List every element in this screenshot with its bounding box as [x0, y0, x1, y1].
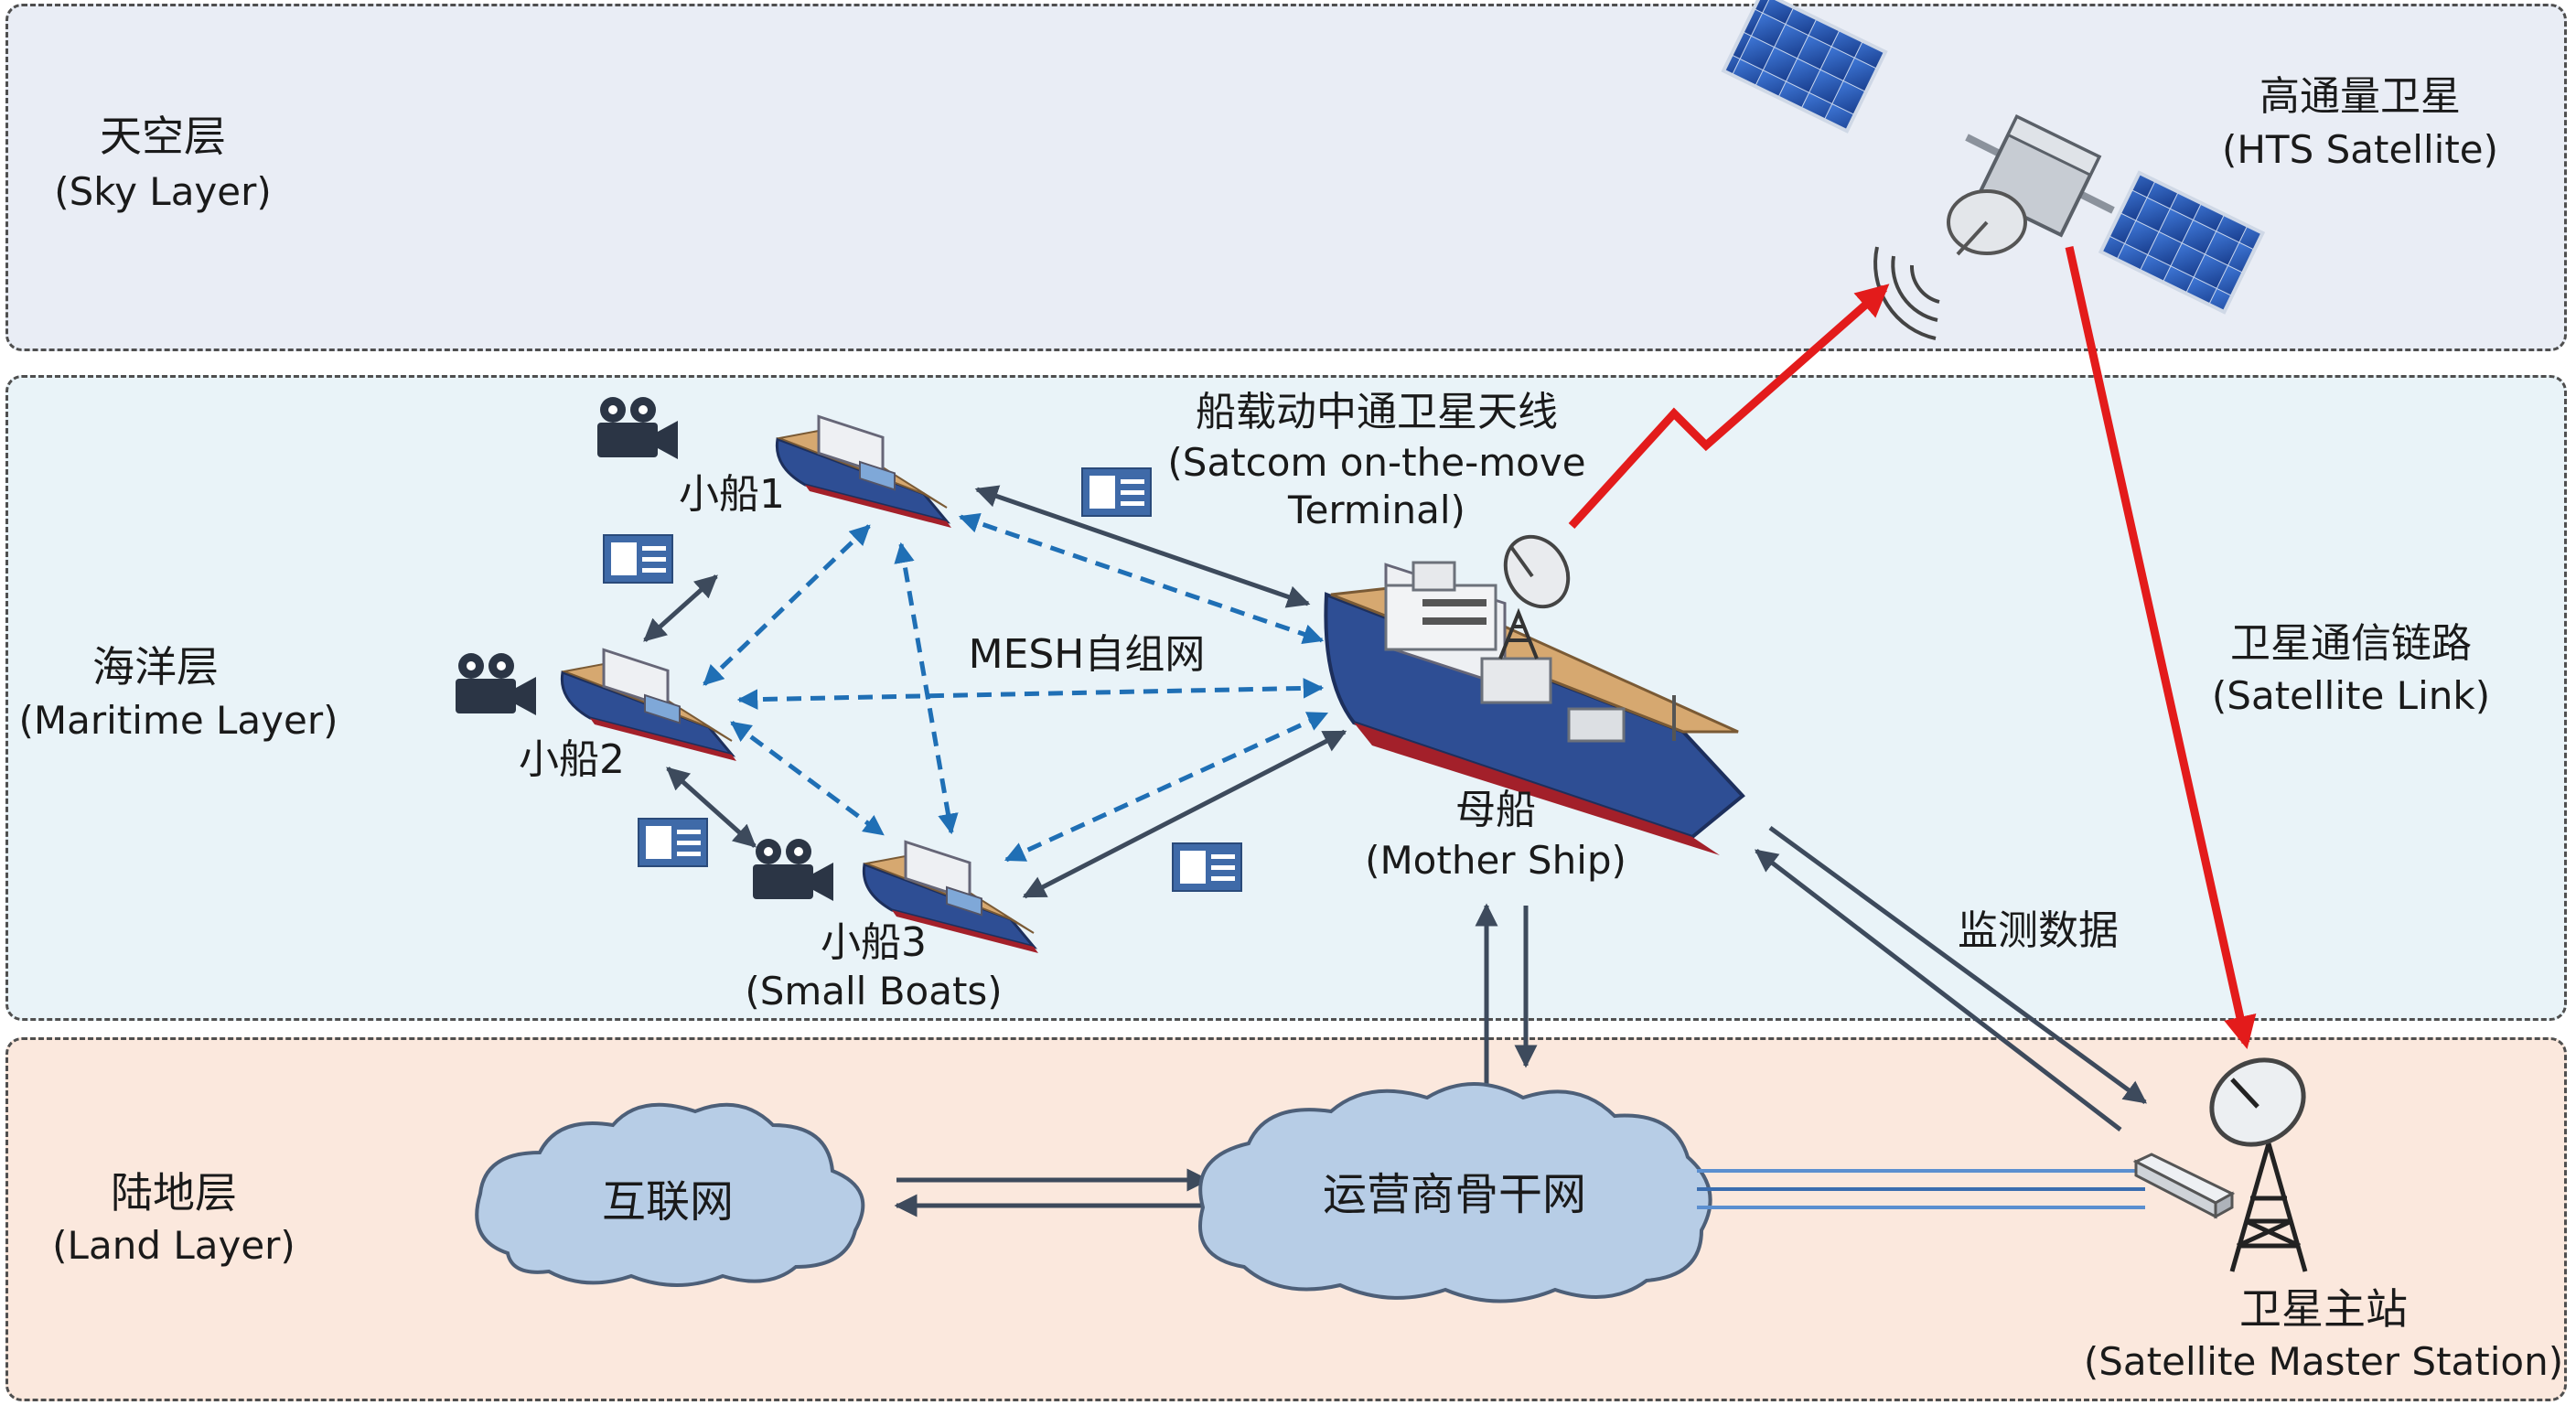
cloud-icon	[1198, 1082, 1712, 1303]
terminal-title: 船载动中通卫星天线	[1196, 389, 1558, 435]
sky-layer-title: 天空层	[100, 112, 226, 161]
fiber-lines	[1697, 1169, 2145, 1209]
terminal-subtitle-line2: Terminal)	[1287, 488, 1465, 532]
land-layer-title: 陆地层	[111, 1168, 237, 1217]
satellite-link-subtitle: (Satellite Link)	[2212, 673, 2490, 718]
boat-3-label: 小船3	[821, 919, 927, 966]
router-icon	[2132, 1153, 2236, 1219]
video-camera-icon	[597, 397, 678, 459]
mesh-link-b2-b3	[730, 720, 885, 837]
master-station-subtitle: (Satellite Master Station)	[2084, 1339, 2563, 1384]
mesh-link-b2-ship	[736, 678, 1325, 710]
link-camera1-doc	[643, 574, 718, 642]
document-icon	[603, 534, 673, 584]
master-station-title: 卫星主站	[2239, 1284, 2408, 1334]
satellite-link-arrow	[2065, 246, 2257, 1050]
satcom-uplink-arrow	[1568, 284, 1890, 530]
link-boat1-ship	[974, 485, 1311, 608]
backbone-cloud-label: 运营商骨干网	[1323, 1169, 1586, 1220]
video-camera-icon	[456, 653, 536, 715]
satellite-link-title: 卫星通信链路	[2230, 620, 2472, 667]
boat-1-label: 小船1	[679, 471, 785, 518]
satellite-icon	[1721, 0, 2266, 340]
link-boat3-ship	[1022, 729, 1347, 899]
maritime-layer-subtitle: (Maritime Layer)	[18, 698, 338, 743]
link-ship-station-b	[1755, 849, 2122, 1132]
mesh-link-b3-ship	[1004, 711, 1329, 863]
maritime-layer-title: 海洋层	[92, 642, 219, 692]
data-links	[643, 485, 2148, 1217]
sky-layer-subtitle: (Sky Layer)	[54, 169, 272, 214]
internet-cloud-label: 互联网	[602, 1176, 734, 1228]
satellite-subtitle: (HTS Satellite)	[2222, 127, 2498, 172]
boat-icon	[775, 414, 951, 528]
terminal-subtitle-line1: (Satcom on-the-move	[1167, 440, 1585, 485]
cloud-icon	[475, 1102, 865, 1287]
satellite-title: 高通量卫星	[2259, 73, 2461, 120]
mother-ship-title: 母船	[1455, 787, 1536, 833]
boat-icon	[560, 648, 736, 761]
mesh-link-b1-b3	[894, 542, 959, 835]
satellite-dish-icon	[2209, 1057, 2308, 1272]
mesh-link-b1-ship	[958, 512, 1325, 645]
ship-icon	[1324, 534, 1745, 855]
document-icon	[638, 818, 708, 867]
link-ship-station-a	[1768, 825, 2148, 1105]
mesh-links	[703, 512, 1329, 863]
small-boats-subtitle: (Small Boats)	[745, 969, 1002, 1014]
land-layer-subtitle: (Land Layer)	[52, 1223, 295, 1268]
document-icon	[1081, 467, 1152, 517]
boat-icon	[862, 840, 1038, 953]
mother-ship-subtitle: (Mother Ship)	[1365, 838, 1626, 883]
video-camera-icon	[753, 839, 833, 901]
mesh-network-label: MESH自组网	[969, 631, 1206, 678]
link-camera2-boat3	[666, 767, 757, 848]
monitoring-data-label: 监测数据	[1958, 907, 2119, 954]
document-icon	[1172, 842, 1242, 892]
mesh-link-b1-b2	[703, 524, 871, 686]
boat-2-label: 小船2	[519, 736, 625, 783]
